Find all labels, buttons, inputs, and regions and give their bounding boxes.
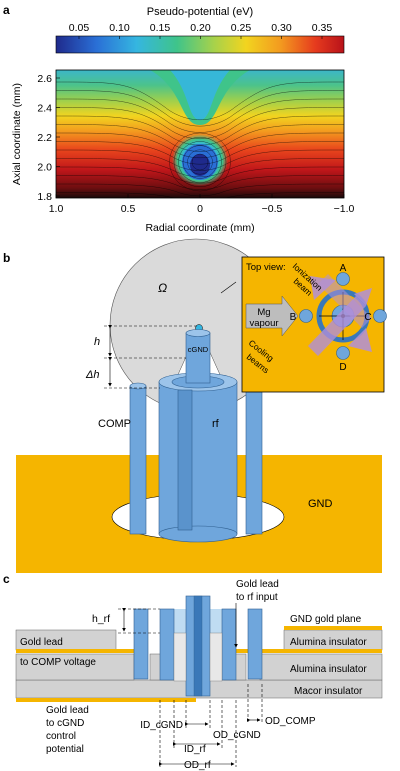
cross-section <box>15 595 383 702</box>
x-tick-label: −0.5 <box>262 203 283 215</box>
colorbar-tick-label: 0.35 <box>312 22 333 34</box>
x-tick-label: 1.0 <box>49 203 64 215</box>
contour-line <box>56 98 344 133</box>
macor-label: Macor insulator <box>294 686 363 697</box>
rf-label: rf <box>212 418 220 430</box>
h-rf-dimension <box>118 608 160 634</box>
x-tick-label: −1.0 <box>334 203 355 215</box>
contour-line <box>56 124 344 152</box>
gold-rf-label-2: to rf input <box>236 592 278 603</box>
contour-line <box>56 141 344 165</box>
well-contour <box>173 136 227 188</box>
id-cgnd-label: ID_cGND <box>140 720 183 731</box>
gnd-label: GND <box>308 498 333 510</box>
y-tick-label: 1.8 <box>37 191 52 203</box>
label-b: B <box>290 312 297 323</box>
colorbar-tick-label: 0.25 <box>231 22 252 34</box>
y-tick-label: 2.0 <box>37 162 52 174</box>
colorbar <box>55 35 345 54</box>
y-tick-label: 2.2 <box>37 132 52 144</box>
y-tick-label: 2.6 <box>37 73 52 85</box>
gold-rf-label-1: Gold lead <box>236 579 279 590</box>
alumina-label-2: Alumina insulator <box>290 664 367 675</box>
panel-c-letter: c <box>3 572 10 586</box>
label-c: C <box>364 312 371 323</box>
vapour-label: vapour <box>249 318 278 329</box>
mg-label: Mg <box>257 307 270 318</box>
comp-label: COMP <box>98 418 131 430</box>
omega-label: Ω <box>158 281 167 295</box>
gnd-plane-label: GND gold plane <box>290 614 362 625</box>
contour-line <box>56 158 344 178</box>
contour-line <box>56 115 344 146</box>
contour-line <box>56 166 344 184</box>
diameter-dimensions <box>159 684 263 767</box>
contour-line <box>56 175 344 190</box>
od-cgnd-label: OD_cGND <box>213 730 261 741</box>
id-rf-label: ID_rf <box>184 744 206 755</box>
x-tick-label: 0.5 <box>121 203 136 215</box>
pseudo-potential-map <box>56 70 344 198</box>
well-contour <box>178 141 222 183</box>
colorbar-tick-label: 0.20 <box>190 22 211 34</box>
h-rf-label: h_rf <box>92 613 110 625</box>
gold-cgnd-label-1: Gold lead <box>46 705 89 716</box>
od-rf-label: OD_rf <box>184 760 211 771</box>
od-comp-label: OD_COMP <box>265 716 316 727</box>
top-view-title: Top view: <box>246 262 286 273</box>
dh-label: Δh <box>85 369 100 381</box>
contour-line <box>56 132 344 158</box>
well-contour <box>187 149 213 175</box>
well-contour <box>169 132 231 192</box>
contour-line <box>56 149 344 171</box>
label-a: A <box>340 263 347 274</box>
contour-line <box>56 192 344 198</box>
y-tick-label: 2.4 <box>37 103 52 115</box>
axis-ticks: 2.6 2.4 2.2 2.0 1.81.0 0.5 0 −0.5 −1.0 <box>37 73 354 215</box>
colorbar-tick-label: 0.10 <box>109 22 130 34</box>
electrodes <box>129 329 263 543</box>
y-axis-label: Axial coordinate (mm) <box>11 83 23 185</box>
colorbar-title: Pseudo-potential (eV) <box>147 6 253 18</box>
well-contour <box>191 153 209 171</box>
label-d: D <box>339 362 346 373</box>
colorbar-ticks: 0.05 0.10 0.15 0.20 0.25 0.30 0.35 <box>69 22 333 39</box>
contour-line <box>56 81 344 121</box>
panel-b-letter: b <box>3 251 10 265</box>
x-axis-label: Radial coordinate (mm) <box>145 222 254 234</box>
height-dimensions <box>104 325 197 389</box>
cgnd-label: cGND <box>188 345 209 354</box>
colorbar-tick-label: 0.15 <box>150 22 171 34</box>
panel-a-letter: a <box>3 3 10 17</box>
well-contour <box>182 145 218 179</box>
colorbar-tick-label: 0.30 <box>271 22 292 34</box>
alumina-label-1: Alumina insulator <box>290 637 367 648</box>
gold-comp-label-2: to COMP voltage <box>20 657 96 668</box>
x-tick-label: 0 <box>197 203 203 215</box>
contour-line <box>56 107 344 139</box>
gold-comp-label-1: Gold lead <box>20 637 63 648</box>
gold-cgnd-label-3: control <box>46 731 76 742</box>
colorbar-tick-label: 0.05 <box>69 22 90 34</box>
gold-cgnd-label-2: to cGND <box>46 718 84 729</box>
top-view-inset <box>220 256 387 393</box>
h-label: h <box>94 336 100 348</box>
gold-cgnd-label-4: potential <box>46 744 84 755</box>
contour-line <box>56 90 344 127</box>
